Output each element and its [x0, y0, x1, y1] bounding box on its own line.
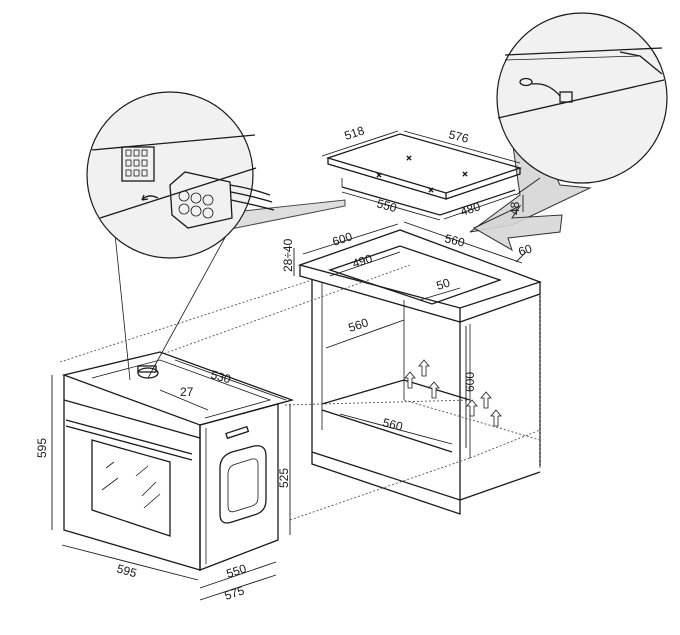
dim-oven-depth-1: 550 [225, 561, 249, 581]
dim-worktop-depth: 560 [443, 231, 466, 250]
dim-hob-cutout-depth: 480 [459, 199, 483, 219]
dim-oven-body-height: 525 [277, 468, 291, 488]
dim-cabinet-height: 600 [463, 372, 477, 392]
dim-cabinet-inner-width: 490 [351, 251, 375, 271]
dimension-labels: 518 576 550 480 48 600 560 28÷40 490 60 … [35, 123, 534, 603]
dim-oven-height: 595 [35, 438, 49, 458]
dim-hob-depth: 576 [447, 127, 470, 146]
dim-worktop-thickness: 28÷40 [281, 238, 295, 272]
dim-hob-cutout-width: 550 [375, 196, 398, 215]
dim-hob-height: 48 [508, 201, 522, 215]
left-callout [86, 91, 346, 381]
oven [51, 351, 295, 601]
connector-plug-icon [121, 146, 275, 229]
cable-clip-icon [519, 77, 573, 103]
hob [321, 130, 541, 221]
arrow-up-icon [404, 359, 502, 427]
dim-cabinet-depth-inner: 560 [347, 315, 371, 335]
insert-arrow-icon [472, 204, 563, 252]
cabinet [59, 221, 542, 521]
right-callout [469, 12, 668, 233]
dim-vent-gap: 50 [435, 275, 452, 293]
dim-oven-recess: 27 [180, 385, 194, 399]
dim-worktop-width: 600 [331, 229, 355, 249]
dim-rear-gap: 60 [517, 241, 534, 259]
dim-hob-width: 518 [343, 123, 367, 143]
dim-oven-top-depth: 530 [209, 367, 232, 386]
dim-cabinet-base-depth: 560 [381, 415, 404, 434]
dim-oven-depth-2: 575 [223, 583, 247, 603]
dim-oven-width: 595 [115, 561, 138, 580]
